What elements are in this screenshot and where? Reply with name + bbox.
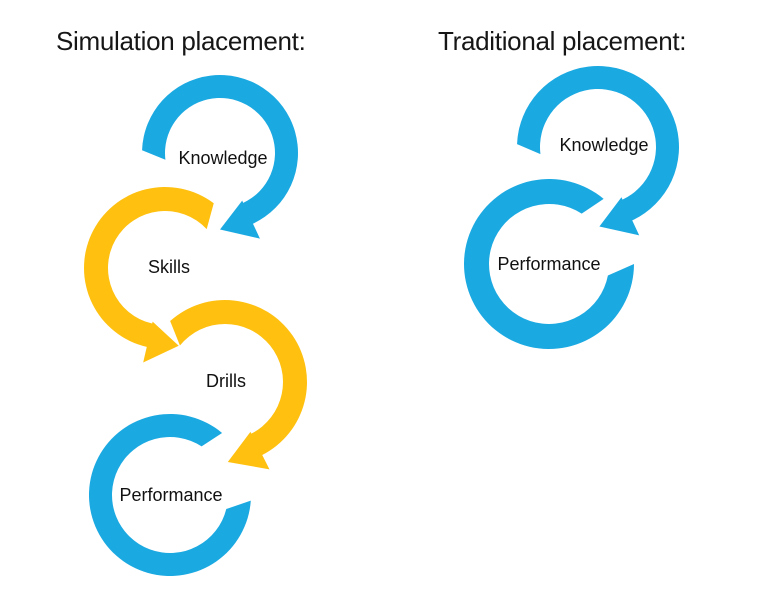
ring-arrow-traditional-knowledge [517, 65, 680, 236]
simulation-title: Simulation placement: [56, 26, 306, 56]
ring-label-simulation-drills: Drills [206, 371, 246, 391]
ring-label-traditional-knowledge: Knowledge [559, 135, 648, 155]
ring-arrow-simulation-drills [170, 300, 307, 470]
ring-label-simulation-skills: Skills [148, 257, 190, 277]
ring-arrow-simulation-knowledge [142, 74, 299, 239]
ring-arrow-simulation-skills [83, 186, 214, 363]
traditional-title: Traditional placement: [438, 26, 687, 56]
ring-label-traditional-performance: Performance [497, 254, 600, 274]
ring-label-simulation-knowledge: Knowledge [178, 148, 267, 168]
ring-arrow-traditional-performance [464, 179, 634, 350]
ring-label-simulation-performance: Performance [119, 485, 222, 505]
